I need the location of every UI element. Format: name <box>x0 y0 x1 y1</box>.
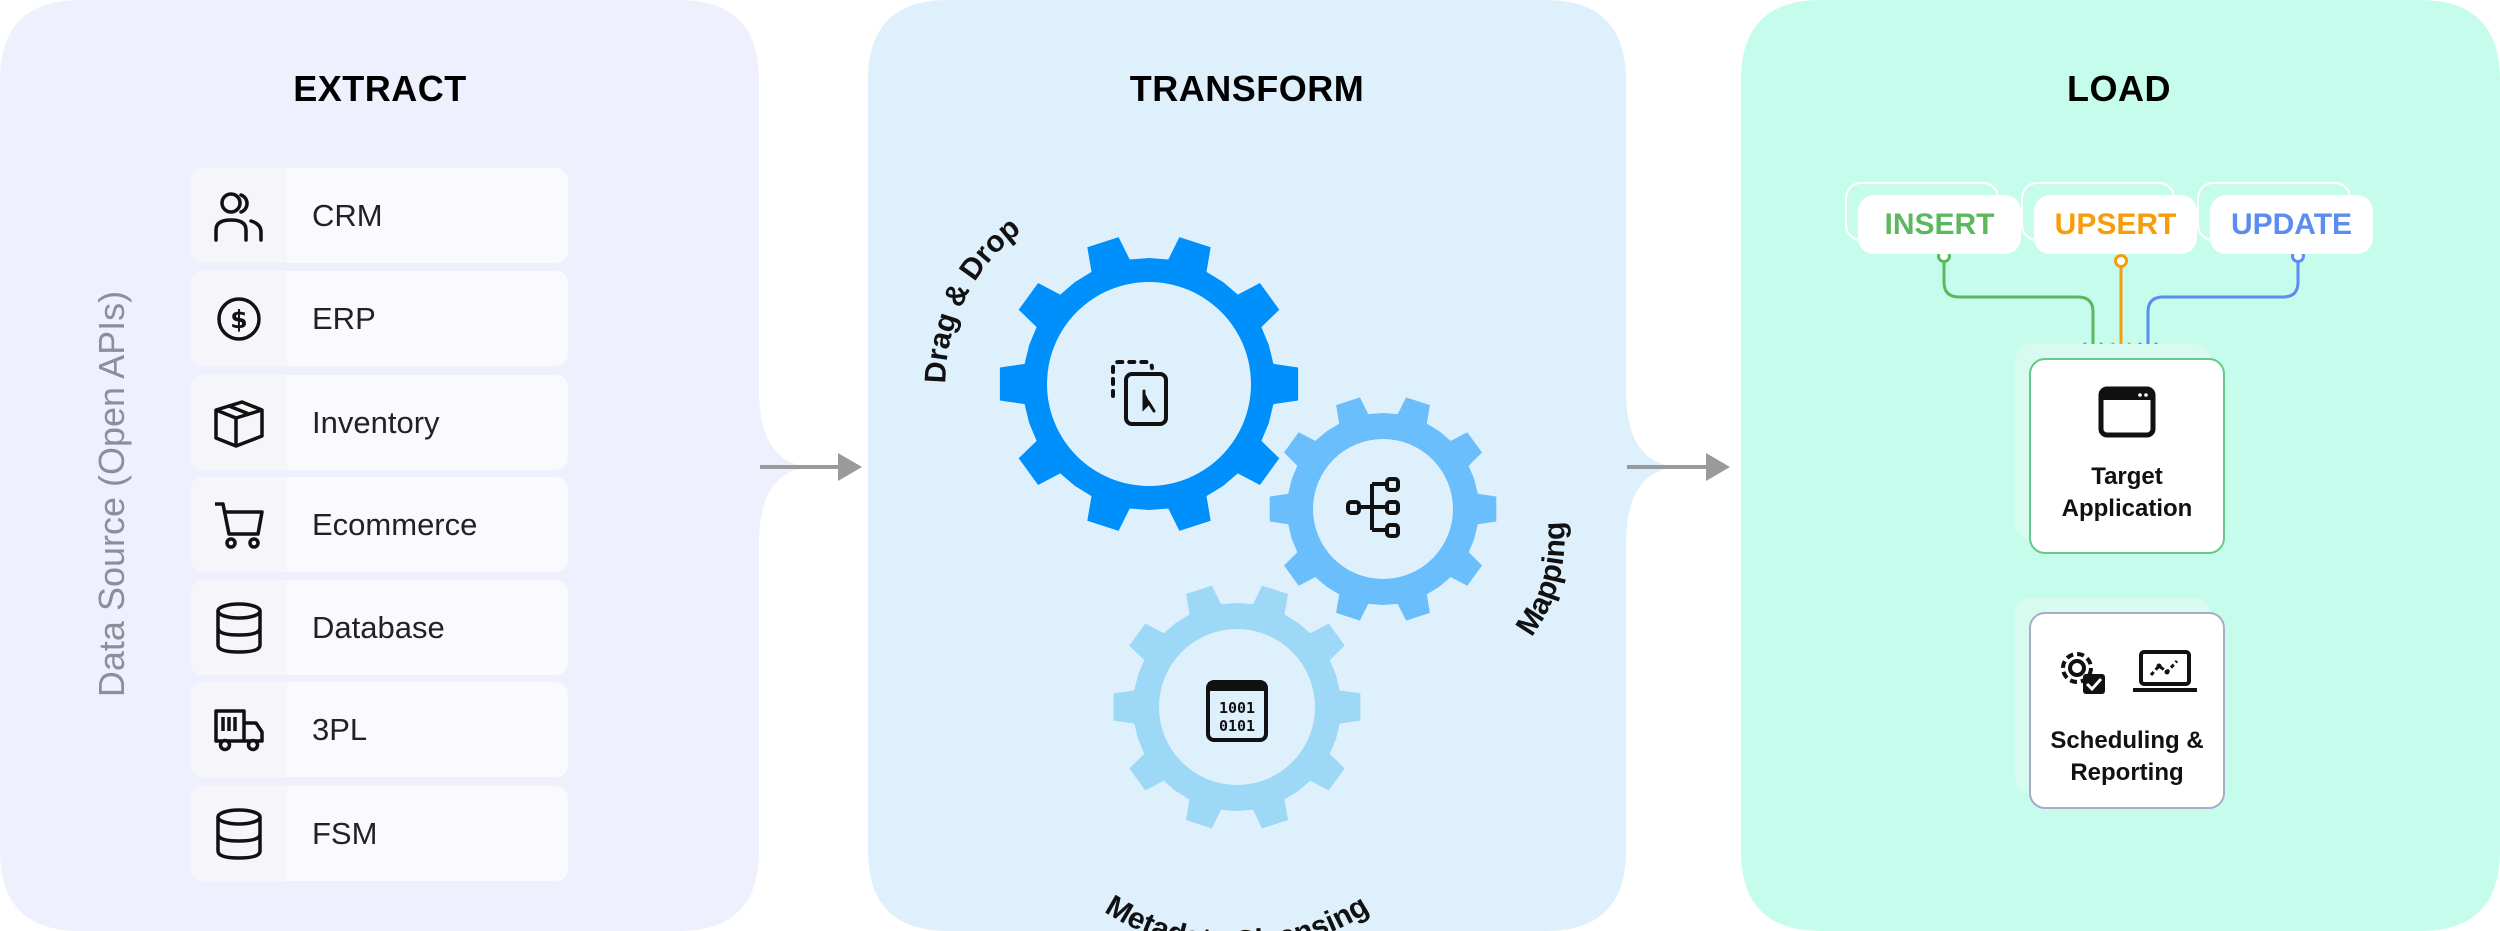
insert-chip[interactable]: INSERT <box>1858 195 2021 254</box>
transform-panel <box>868 0 1682 931</box>
source-label: Database <box>312 610 445 645</box>
source-item-3pl[interactable]: 3PL <box>191 682 568 777</box>
svg-text:1001: 1001 <box>1219 699 1255 717</box>
hierarchy-icon <box>1346 477 1400 538</box>
target-application-card[interactable]: Target Application <box>2029 358 2225 554</box>
binary-window-icon: 1001 0101 <box>1206 680 1268 742</box>
gear-check-icon <box>2055 644 2109 703</box>
database-icon <box>191 580 287 675</box>
source-item-fsm[interactable]: FSM <box>191 786 568 881</box>
drag-drop-gear-center <box>1047 282 1251 486</box>
browser-window-icon <box>2031 386 2223 443</box>
box-icon <box>191 375 287 470</box>
source-label: FSM <box>312 816 378 851</box>
source-label: 3PL <box>312 712 368 747</box>
svg-text:0101: 0101 <box>1219 717 1255 735</box>
dollar-coin-icon: $ <box>191 271 287 366</box>
source-item-crm[interactable]: CRM <box>191 168 568 263</box>
source-item-inventory[interactable]: Inventory <box>191 375 568 470</box>
source-label: Inventory <box>312 405 440 440</box>
users-icon <box>191 168 287 263</box>
source-item-database[interactable]: Database <box>191 580 568 675</box>
data-source-label: Data Source (Open APIs) <box>91 290 132 698</box>
laptop-chart-icon <box>2131 648 2199 699</box>
transform-title: TRANSFORM <box>1129 68 1365 109</box>
source-item-erp[interactable]: $ ERP <box>191 271 568 366</box>
svg-text:$: $ <box>230 305 247 334</box>
database-icon <box>191 786 287 881</box>
scheduling-line2: Reporting <box>2070 759 2184 786</box>
load-title: LOAD <box>2067 68 2171 109</box>
truck-icon <box>191 682 287 777</box>
upsert-chip[interactable]: UPSERT <box>2034 195 2197 254</box>
scheduling-line1: Scheduling & <box>2050 727 2204 754</box>
scheduling-reporting-card[interactable]: Scheduling & Reporting <box>2029 612 2225 809</box>
source-item-ecommerce[interactable]: Ecommerce <box>191 477 568 572</box>
metadata-cleansing-gear-center <box>1159 629 1315 785</box>
drag-drop-icon <box>1111 360 1168 426</box>
arrow-transform-to-load <box>1627 453 1730 481</box>
cart-icon <box>191 477 287 572</box>
arrow-extract-to-transform <box>760 453 862 481</box>
source-label: CRM <box>312 198 383 233</box>
update-chip[interactable]: UPDATE <box>2210 195 2373 254</box>
source-label: Ecommerce <box>312 507 478 542</box>
target-line1: Target <box>2091 463 2163 490</box>
source-label: ERP <box>312 301 376 336</box>
target-line2: Application <box>2061 495 2193 522</box>
extract-title: EXTRACT <box>293 68 467 109</box>
